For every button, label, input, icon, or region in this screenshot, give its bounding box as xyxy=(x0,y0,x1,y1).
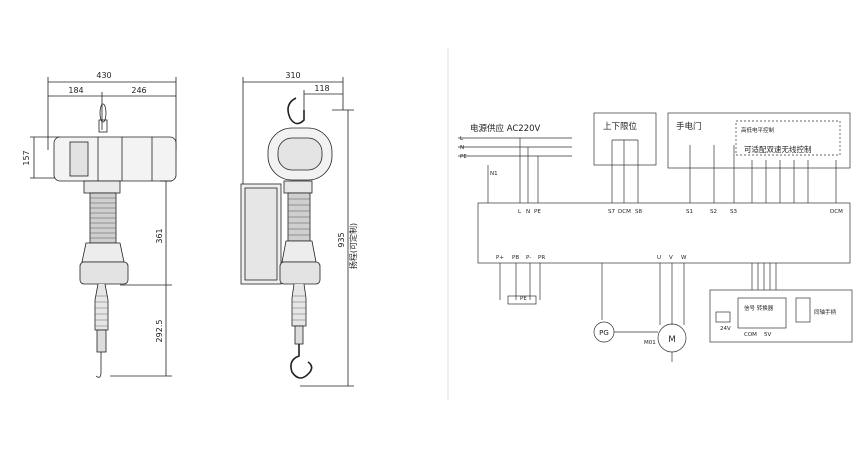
terminal-s2: S2 xyxy=(710,209,717,215)
encoder-label: PG xyxy=(599,329,609,337)
terminal-u: U xyxy=(657,255,661,261)
wiring-labels: 电源供应 AC220V 上下限位 手电门 高低电平控制 可适配双速无线控制 L … xyxy=(460,121,843,346)
terminal-dcm-1: DCM xyxy=(618,209,631,215)
height-prefix: 扬程 xyxy=(348,253,358,269)
side-view-dimensions: 310 118 935 扬程(可定制) xyxy=(285,71,358,269)
limit-label: 上下限位 xyxy=(603,121,638,132)
door-label: 手电门 xyxy=(676,121,702,132)
terminal-s7: S7 xyxy=(608,209,615,215)
dim-width-total: 430 xyxy=(96,71,111,80)
terminal-dcm-2: DCM xyxy=(830,209,843,215)
mark-5v: 5V xyxy=(764,332,771,338)
side-view xyxy=(240,77,354,387)
level-control-label: 高低电平控制 xyxy=(741,126,775,134)
signal-box-label: 信号 转换器 xyxy=(744,304,774,312)
dim-body-height: 157 xyxy=(22,150,31,165)
dim-mid-height: 361 xyxy=(155,228,164,243)
mark-com: COM xyxy=(744,332,757,338)
height-note: (可定制) xyxy=(348,223,358,253)
wiring-diagram xyxy=(458,112,853,362)
terminal-s3: S3 xyxy=(730,209,737,215)
terminal-pe: PE xyxy=(534,209,541,215)
terminal-v: V xyxy=(669,255,673,261)
power-line-pe: PE xyxy=(460,154,467,160)
terminal-p-minus: P- xyxy=(526,255,531,261)
terminal-w: W xyxy=(681,255,687,261)
dim-total-height: 935 xyxy=(337,232,346,247)
terminal-pb: PB xyxy=(512,255,519,261)
dim-height-note: 扬程(可定制) xyxy=(348,223,358,269)
terminal-s8: S8 xyxy=(635,209,642,215)
mark-24v: 24V xyxy=(720,326,731,332)
dim-lower-height: 292.5 xyxy=(155,320,164,343)
front-view-dimensions: 430 184 246 157 361 292.5 xyxy=(22,71,164,342)
mark-n1: N1 xyxy=(490,171,498,177)
power-line-n: N xyxy=(460,145,464,151)
front-view xyxy=(30,77,177,378)
power-label: 电源供应 AC220V xyxy=(470,123,541,134)
motor-id: M01 xyxy=(644,340,656,346)
terminal-s1: S1 xyxy=(686,209,693,215)
dim-side-width: 310 xyxy=(285,71,300,80)
terminal-p-plus: P+ xyxy=(496,255,504,261)
terminal-pr: PR xyxy=(538,255,545,261)
power-line-l: L xyxy=(460,136,464,142)
wireless-label: 可适配双速无线控制 xyxy=(744,144,812,154)
motor-label: M xyxy=(668,335,675,345)
terminal-n: N xyxy=(526,209,530,215)
mark-pe: PE xyxy=(520,296,527,302)
handle-label: 同轴手柄 xyxy=(814,308,837,316)
dim-width-left: 184 xyxy=(68,86,83,95)
terminal-l: L xyxy=(518,209,522,215)
dim-side-right: 118 xyxy=(314,84,329,93)
dim-width-right: 246 xyxy=(131,86,146,95)
